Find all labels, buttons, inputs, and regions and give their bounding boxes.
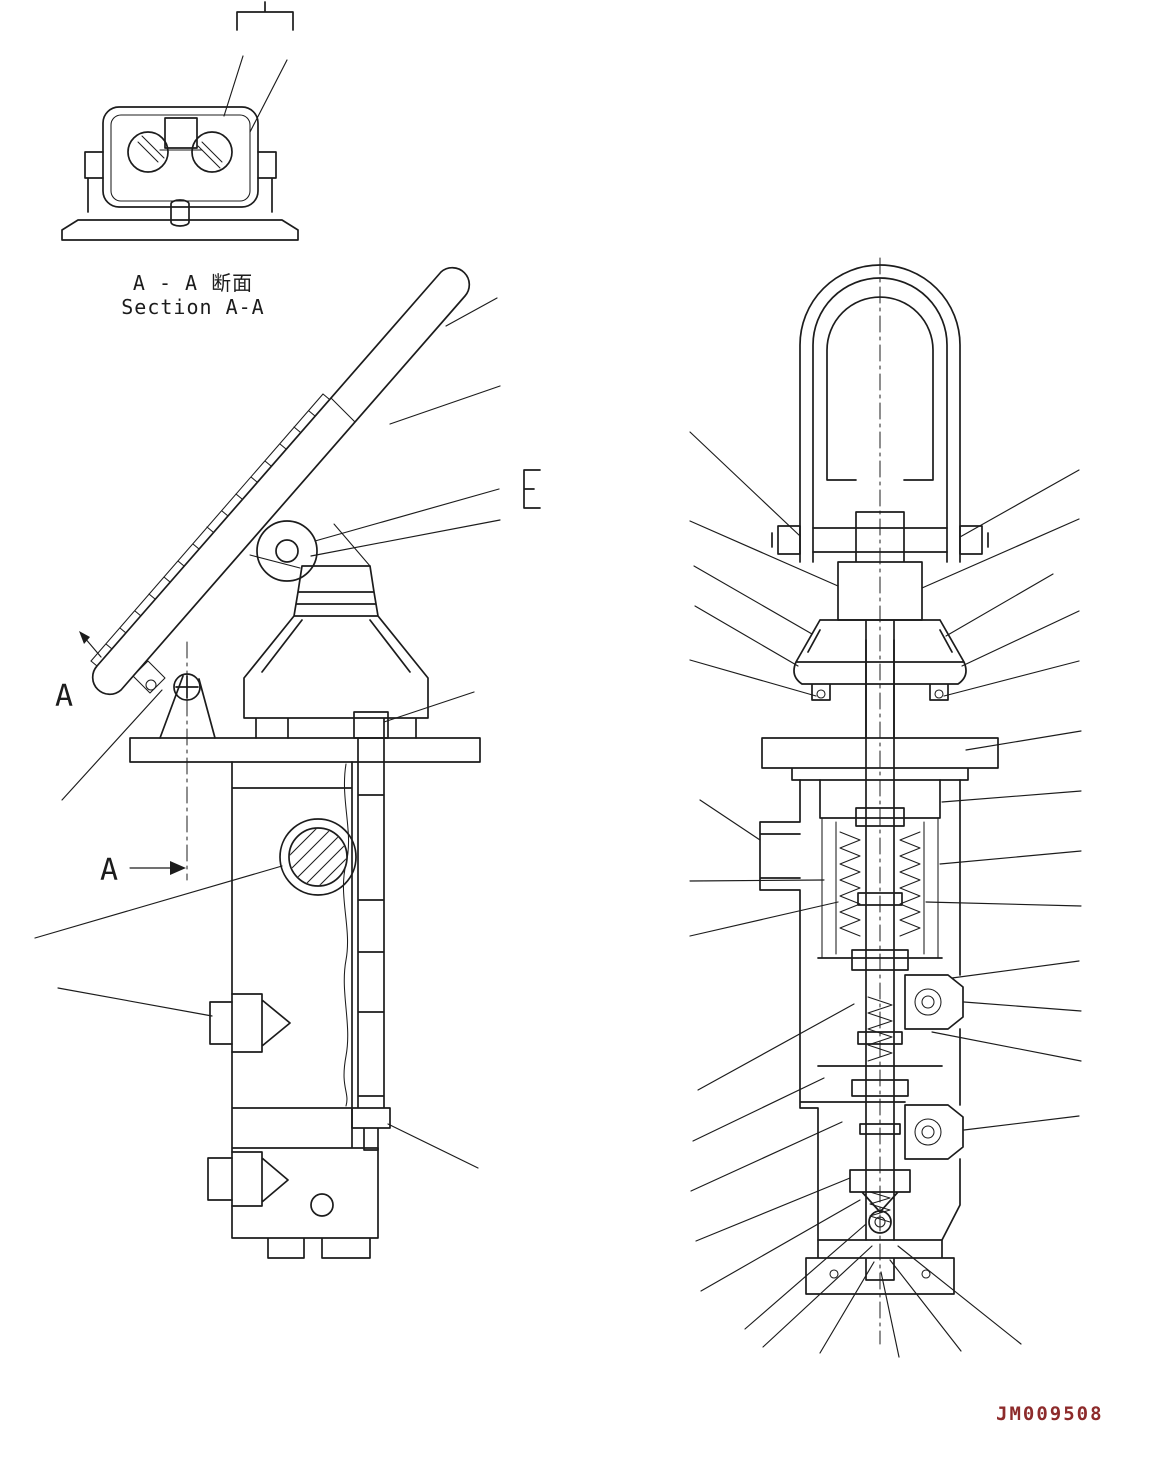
pedal-side-view: A A — [34, 266, 541, 1259]
section-aa-view — [61, 1, 299, 241]
section-view-leader-lines — [223, 55, 288, 133]
hinge-links — [249, 523, 371, 569]
port-thread-hatch — [290, 829, 346, 885]
crossbar-and-bolts — [771, 525, 989, 555]
boot-assembly — [243, 565, 429, 739]
plug1-circle-inner — [921, 995, 935, 1009]
port-circle-inner — [288, 827, 348, 887]
side-view-leader-lines — [34, 297, 501, 1169]
arch-outline — [799, 264, 961, 563]
side-plugs — [207, 993, 291, 1207]
side-arms — [84, 151, 277, 213]
section-leaders-bottom — [819, 1245, 1022, 1358]
main-springs — [839, 831, 921, 937]
heel-stop-roller — [145, 679, 157, 691]
spool-assembly — [849, 639, 911, 1241]
pedal-ridge-and-divider — [90, 393, 356, 662]
bracket-arm — [159, 675, 216, 739]
drawing-number: JM009508 — [996, 1403, 1104, 1425]
detail-bracket-marker — [236, 1, 294, 31]
break-line-wavy — [342, 763, 350, 1107]
port-circle-outer — [279, 818, 357, 896]
boot-clip-right — [934, 689, 944, 699]
section-flange — [761, 737, 999, 781]
mounting-flange — [129, 737, 481, 763]
plug2-circle-outer — [914, 1118, 942, 1146]
section-caption-jp: A - A 断面 — [133, 271, 253, 295]
valve-body-outline — [231, 761, 379, 1259]
lower-spring — [869, 1191, 891, 1223]
plug2-circle-inner — [921, 1125, 935, 1139]
pedal-serrations — [90, 393, 330, 667]
lower-seat-outer — [868, 1210, 892, 1234]
boot-clip-left — [816, 689, 826, 699]
center-block — [164, 117, 198, 149]
roller-shading — [137, 135, 223, 169]
spring-sleeve — [821, 817, 939, 959]
lower-seat-inner — [874, 1216, 886, 1228]
section-aa-caption: A - A 断面 Section A-A — [121, 271, 264, 319]
hinge-circle-inner — [275, 539, 299, 563]
drain-hole — [310, 1193, 334, 1217]
datum-label-bottom: A — [100, 853, 118, 888]
valve-section-view — [689, 257, 1082, 1358]
housing-inner-wall — [110, 114, 251, 202]
right-plugs — [904, 974, 964, 1160]
detail-bracket-symbol — [523, 469, 541, 509]
section-body-walls — [759, 779, 961, 1241]
section-caption-en: Section A-A — [121, 295, 264, 319]
section-leaders-left — [689, 431, 873, 1348]
pin-cylinder — [170, 199, 190, 227]
cap-bolt-left — [829, 1269, 839, 1279]
hinge-circle-outer — [256, 520, 318, 582]
roller-right — [191, 131, 233, 173]
section-leaders-right — [921, 469, 1082, 1131]
datum-arrowhead-bottom — [170, 861, 186, 875]
heel-stop — [132, 660, 166, 694]
housing-outline — [102, 106, 259, 208]
plug1-circle-outer — [914, 988, 942, 1016]
mounting-bolt — [351, 711, 391, 1151]
center-spring — [867, 996, 893, 1062]
datum-label-top: A — [55, 679, 73, 714]
roller-left — [127, 131, 169, 173]
base-plate — [61, 219, 299, 241]
port-hatch-lines — [290, 829, 346, 885]
cap-bolt-right — [921, 1269, 931, 1279]
pedal-outline — [91, 266, 471, 696]
datum-arrowhead-top — [79, 631, 90, 644]
